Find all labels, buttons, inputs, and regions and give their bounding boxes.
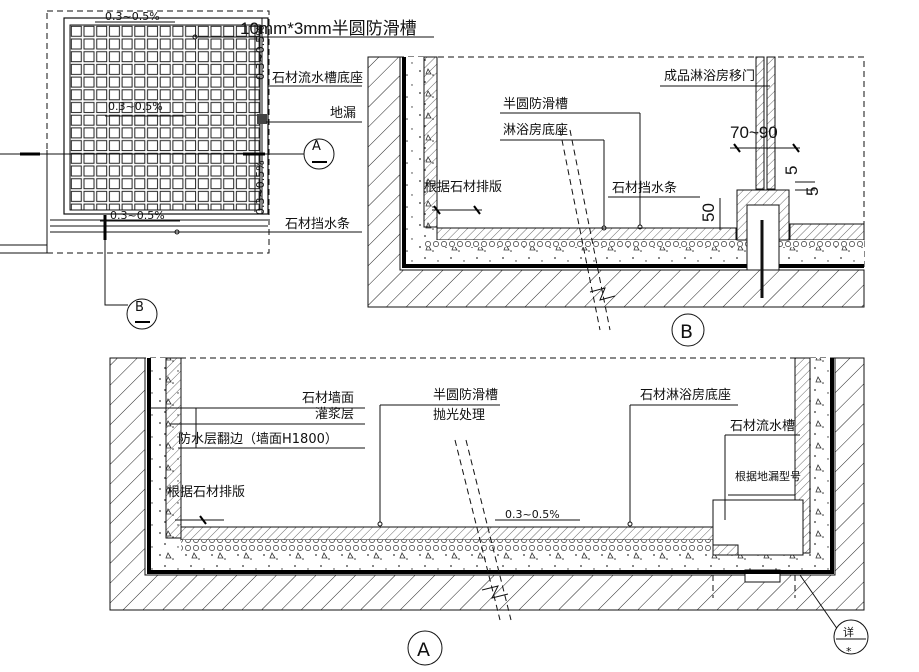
section-a-title: A: [417, 639, 430, 661]
section-b-antislip-label: 半圆防滑槽: [503, 96, 568, 112]
section-b-waterproof: [402, 57, 864, 268]
plan-outline: [46, 10, 270, 254]
section-b-water-bar-label: 石材挡水条: [612, 180, 677, 196]
section-a-waterproof: [147, 358, 834, 574]
plan-slope-side2: 0.3~0.5%: [254, 160, 267, 215]
section-a-drain-model-label: 根据地漏型号: [735, 469, 801, 483]
section-a-antislip-label: 半圆防滑槽: [433, 387, 498, 403]
section-b-layout-label: 根据石材排版: [424, 180, 502, 195]
section-b-dim-50: 50: [699, 203, 718, 222]
svg-text:详: 详: [843, 625, 854, 639]
section-a-layout-label: 根据石材排版: [167, 485, 245, 500]
svg-text:B: B: [135, 300, 144, 315]
section-a-trench-label: 石材流水槽: [730, 419, 795, 434]
plan-floor-drain-label: 地漏: [330, 105, 356, 121]
plan-water-bar-label: 石材挡水条: [285, 216, 350, 232]
section-a-polish-label: 抛光处理: [433, 408, 485, 423]
svg-text:A: A: [312, 139, 321, 154]
plan-antislip-grid: [69, 24, 261, 211]
plan-antislip-label: 10mm*3mm半圆防滑槽: [240, 19, 417, 38]
plan-slope-top: 0.3~0.5%: [105, 10, 160, 23]
detail-marker: [833, 619, 869, 655]
plan-slope-mid: 0.3~0.5%: [108, 100, 163, 113]
plan-slope-side: 0.3~0.5%: [254, 25, 267, 80]
section-b-door-label: 成品淋浴房移门: [664, 68, 755, 84]
section-a: 石材墙面 灌浆层 防水层翻边（墙面H1800） 半圆防滑槽 抛光处理 石材淋浴房…: [109, 357, 869, 666]
section-b-dim-5a: 5: [782, 166, 801, 175]
section-b-base-label: 淋浴房底座: [503, 122, 568, 138]
svg-text:*: *: [846, 645, 852, 658]
section-a-wall-label: 石材墙面: [302, 391, 354, 406]
section-a-slope: 0.3~0.5%: [505, 508, 560, 521]
plan-slope-bottom: 0.3~0.5%: [110, 209, 165, 222]
section-a-grout-label: 灌浆层: [315, 407, 354, 422]
section-b-title-circle: [671, 313, 705, 347]
section-b: 70~90 5 5 50 成品淋浴房移门 半圆防滑槽 淋浴房底座 石材挡水条 根…: [367, 56, 865, 347]
plan-tray: [63, 17, 269, 215]
section-b-title: B: [680, 321, 693, 343]
section-a-base-label: 石材淋浴房底座: [640, 387, 731, 403]
section-a-waterproof-label: 防水层翻边（墙面H1800）: [178, 431, 338, 447]
plan-view: 0.3~0.5% 0.3~0.5% 0.3~0.5% 0.3~0.5% 0.3~…: [0, 10, 434, 330]
section-a-title-circle: [407, 630, 443, 666]
plan-trench-base-label: 石材流水槽底座: [272, 70, 363, 86]
section-b-dim-70-90: 70~90: [730, 123, 778, 142]
section-b-dim-5b: 5: [803, 187, 822, 196]
floor-drain-symbol: [257, 114, 267, 124]
